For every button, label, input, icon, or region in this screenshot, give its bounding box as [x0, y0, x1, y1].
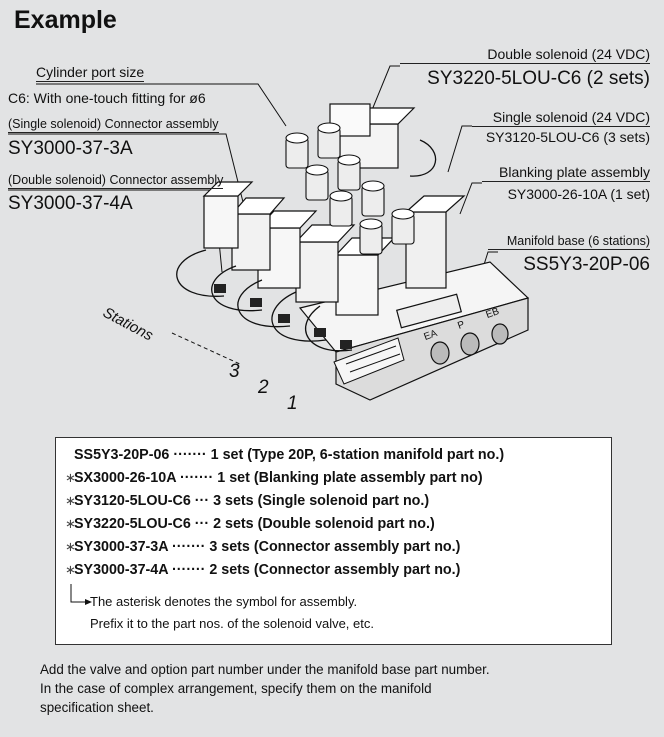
assembly-asterisk: ∗ [65, 516, 74, 532]
leader-dots: ······· [172, 539, 205, 555]
double-solenoid-part: SY3220-5LOU-C6 (2 sets) [380, 68, 650, 90]
single-connector-part: SY3000-37-3A [8, 138, 133, 160]
parts-row: ∗SX3000-26-10A ······· 1 set (Blanking p… [65, 470, 483, 486]
assembly-asterisk: ∗ [65, 470, 74, 486]
footer-paragraph: Add the valve and option part number und… [40, 660, 640, 717]
manifold-base-label: Manifold base (6 stations) [488, 234, 650, 250]
asterisk-note-line2: Prefix it to the part nos. of the soleno… [90, 616, 374, 631]
blanking-plate-part: SY3000-26-10A (1 set) [470, 186, 650, 202]
single-solenoid-label: Single solenoid (24 VDC) [472, 109, 650, 127]
part-description: 2 sets (Double solenoid part no.) [213, 516, 435, 532]
parts-row: ∗SY3120-5LOU-C6 ··· 3 sets (Single solen… [65, 493, 429, 509]
assembly-asterisk: ∗ [65, 539, 74, 555]
double-solenoid-label: Double solenoid (24 VDC) [400, 46, 650, 64]
single-solenoid-part: SY3120-5LOU-C6 (3 sets) [450, 129, 650, 145]
cylinder-port-detail: C6: With one-touch fitting for ø6 [8, 90, 206, 106]
cylinder-port-label: Cylinder port size [36, 64, 144, 82]
assembly-asterisk: ∗ [65, 562, 74, 578]
single-connector-label: (Single solenoid) Connector assembly [8, 117, 219, 133]
parts-row: ∗SY3220-5LOU-C6 ··· 2 sets (Double solen… [65, 516, 435, 532]
leader-dots: ··· [195, 516, 209, 532]
station-num-3: 3 [229, 361, 240, 383]
note-arrow [70, 584, 92, 608]
blanking-plate-label: Blanking plate assembly [482, 164, 650, 182]
part-number: SY3120-5LOU-C6 [74, 493, 191, 509]
part-description: 2 sets (Connector assembly part no.) [209, 562, 460, 578]
leader-dots: ······· [173, 447, 206, 463]
manifold-base-part: SS5Y3-20P-06 [470, 254, 650, 276]
station-num-1: 1 [287, 393, 298, 415]
part-description: 3 sets (Single solenoid part no.) [213, 493, 429, 509]
station-num-2: 2 [258, 377, 269, 399]
double-connector-label: (Double solenoid) Connector assembly [8, 173, 223, 189]
parts-row: SS5Y3-20P-06 ······· 1 set (Type 20P, 6-… [65, 447, 504, 463]
part-number: SY3000-37-4A [74, 562, 168, 578]
footer-line: Add the valve and option part number und… [40, 660, 640, 679]
footer-line: specification sheet. [40, 698, 640, 717]
part-description: 3 sets (Connector assembly part no.) [209, 539, 460, 555]
part-number: SS5Y3-20P-06 [74, 447, 169, 463]
parts-row: ∗SY3000-37-4A ······· 2 sets (Connector … [65, 562, 460, 578]
leader-dots: ······· [180, 470, 213, 486]
parts-list-box: SS5Y3-20P-06 ······· 1 set (Type 20P, 6-… [55, 437, 612, 645]
parts-row: ∗SY3000-37-3A ······· 3 sets (Connector … [65, 539, 460, 555]
leader-dots: ······· [172, 562, 205, 578]
part-number: SY3220-5LOU-C6 [74, 516, 191, 532]
part-description: 1 set (Blanking plate assembly part no) [217, 470, 482, 486]
double-connector-part: SY3000-37-4A [8, 193, 133, 215]
assembly-asterisk: ∗ [65, 493, 74, 509]
asterisk-note-line1: The asterisk denotes the symbol for asse… [90, 594, 357, 609]
part-description: 1 set (Type 20P, 6-station manifold part… [211, 447, 504, 463]
footer-line: In the case of complex arrangement, spec… [40, 679, 640, 698]
part-number: SY3000-37-3A [74, 539, 168, 555]
leader-dots: ··· [195, 493, 209, 509]
part-number: SX3000-26-10A [74, 470, 176, 486]
